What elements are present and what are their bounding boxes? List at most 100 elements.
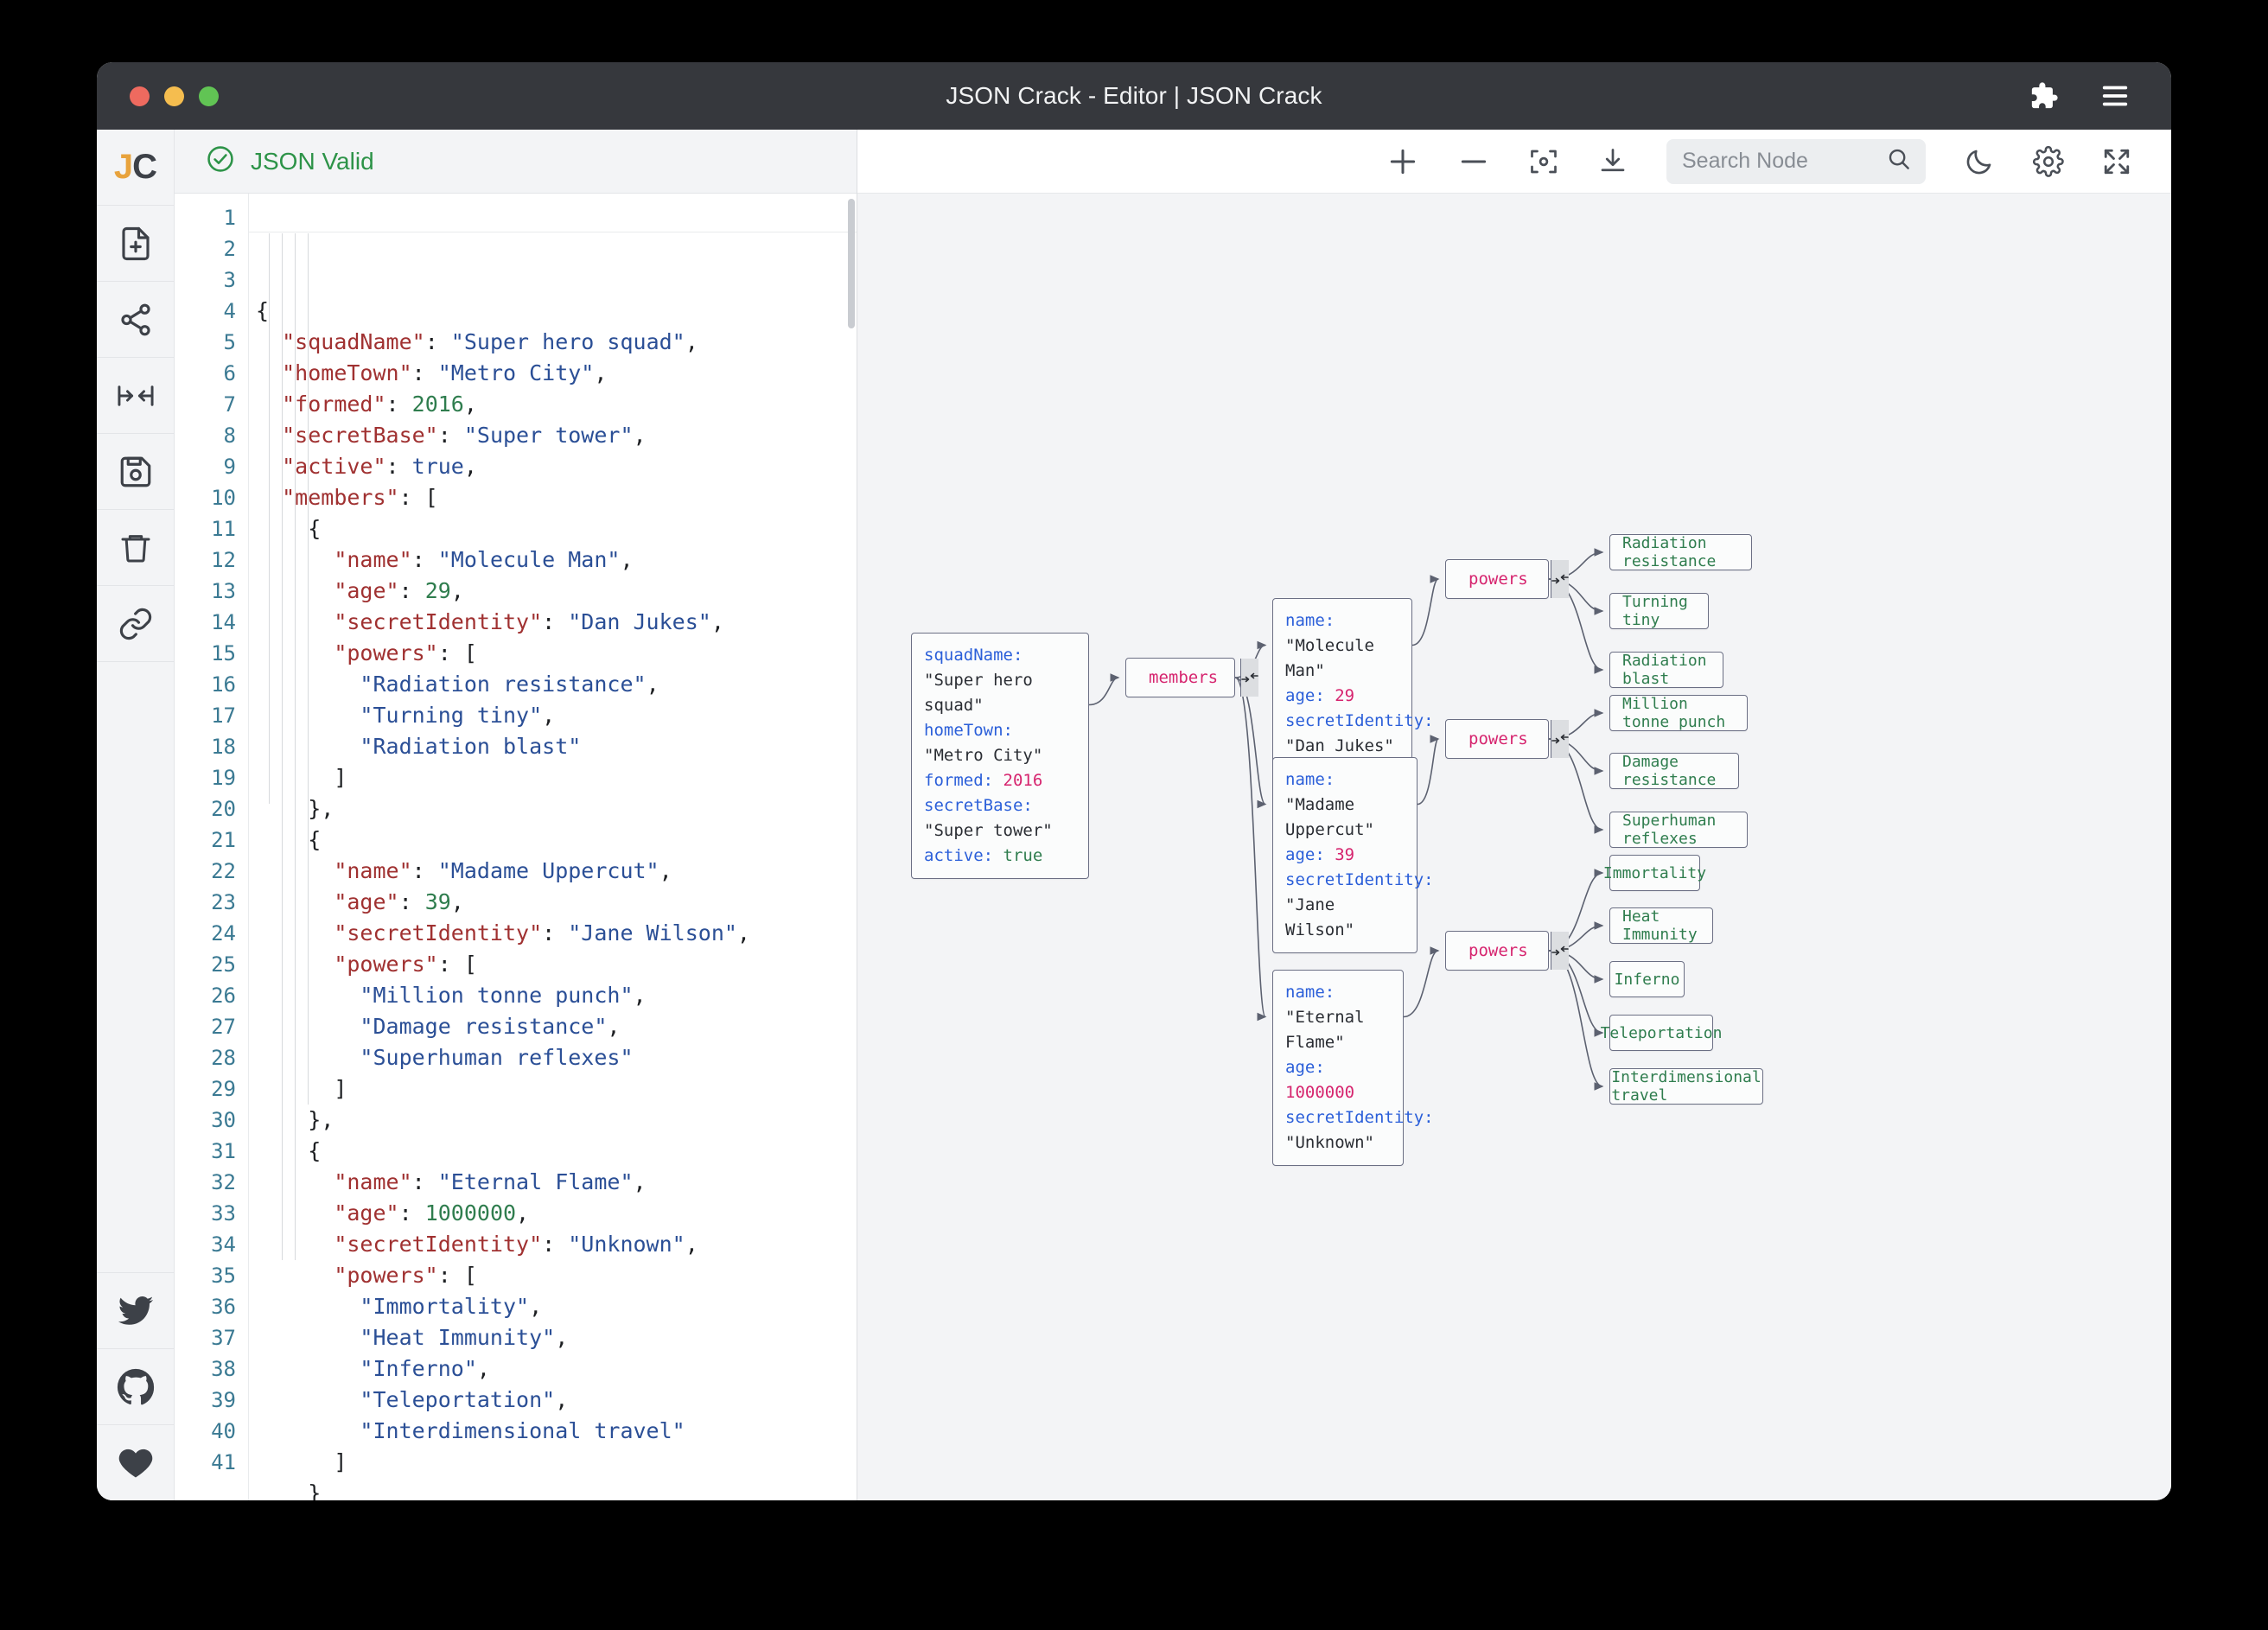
node-member-0-powers[interactable]: powers (1445, 559, 1569, 599)
node-row-key: squadName: (924, 646, 1023, 665)
code-token: "Superhuman reflexes" (360, 1045, 634, 1070)
code-token: "secretIdentity" (334, 1232, 543, 1257)
code-token: 2016 (411, 392, 464, 417)
search-node-box[interactable] (1666, 138, 1926, 184)
delete-icon[interactable] (97, 510, 175, 586)
node-label: powers (1468, 941, 1528, 960)
code-content[interactable]: { "squadName": "Super hero squad", "home… (249, 194, 857, 1500)
code-line: "Superhuman reflexes" (256, 1042, 857, 1073)
line-number: 36 (211, 1295, 236, 1319)
code-token: : [ (437, 952, 477, 977)
code-line: "powers": [ (256, 949, 857, 980)
gear-icon[interactable] (2033, 145, 2064, 177)
collapse-node-icon[interactable] (1240, 659, 1259, 697)
menu-icon[interactable] (2100, 83, 2130, 109)
twitter-icon[interactable] (97, 1272, 175, 1348)
line-number: 14 (211, 610, 236, 634)
editor-scrollbar[interactable] (848, 199, 855, 328)
code-token: "Interdimensional travel" (360, 1418, 685, 1443)
search-input[interactable] (1682, 149, 1874, 174)
code-line: "secretBase": "Super tower", (256, 420, 857, 451)
heart-icon[interactable] (97, 1424, 175, 1500)
indent-guide (282, 233, 283, 1260)
download-icon[interactable] (1597, 146, 1628, 177)
zoom-in-icon[interactable] (1386, 145, 1419, 178)
code-token: "Dan Jukes" (568, 609, 711, 634)
center-view-icon[interactable] (1528, 146, 1559, 177)
code-token: { (308, 516, 322, 541)
node-row-key: formed: (924, 771, 1003, 790)
node-member-0-power-0[interactable]: Radiation resistance (1609, 534, 1752, 570)
indent-guide (295, 233, 296, 1260)
code-token: "homeTown" (282, 360, 412, 385)
node-root[interactable]: squadName: "Super hero squad"homeTown: "… (911, 633, 1089, 879)
extensions-icon[interactable] (2029, 81, 2059, 111)
fullscreen-icon[interactable] (2102, 147, 2131, 176)
code-token: : (385, 392, 412, 417)
share-graph-icon[interactable] (97, 282, 175, 358)
code-token: "Million tonne punch" (360, 983, 634, 1008)
node-member-2-power-3[interactable]: Teleportation (1601, 1015, 1722, 1051)
code-line: { (256, 296, 857, 327)
node-row-key: secretIdentity: (1285, 711, 1434, 730)
node-member-1-powers[interactable]: powers (1445, 719, 1569, 759)
line-number: 38 (211, 1357, 236, 1381)
node-member-2-power-1[interactable]: Heat Immunity (1609, 907, 1713, 944)
graph-edge (1411, 575, 1440, 646)
graph-edge (1403, 946, 1440, 1018)
close-button[interactable] (130, 86, 150, 106)
collapse-node-icon[interactable] (1550, 932, 1569, 970)
code-token: }, (308, 1107, 334, 1132)
code-line: ] (256, 762, 857, 793)
line-number: 23 (211, 890, 236, 914)
collapse-node-icon[interactable] (1550, 720, 1569, 758)
node-row-value: "Jane Wilson" (1285, 895, 1355, 939)
sidebar-rail: JC (97, 130, 175, 1500)
line-number: 37 (211, 1326, 236, 1350)
node-row: secretBase: "Super tower" (924, 793, 1076, 844)
node-member-2-power-0[interactable]: Immortality (1603, 855, 1706, 891)
code-line: "Million tonne punch", (256, 980, 857, 1011)
zoom-out-icon[interactable] (1457, 145, 1490, 178)
collapse-node-icon[interactable] (1550, 560, 1569, 598)
line-number: 31 (211, 1139, 236, 1163)
code-token: : (411, 858, 438, 883)
node-row-key: age: (1285, 1058, 1325, 1077)
node-member-0-power-2[interactable]: Radiation blast (1609, 652, 1723, 688)
node-member-2-powers[interactable]: powers (1445, 931, 1569, 971)
code-token: "active" (282, 454, 386, 479)
code-token: , (594, 360, 608, 385)
node-member-1-power-1[interactable]: Damage resistance (1609, 753, 1739, 789)
node-row-value: "Madame Uppercut" (1285, 795, 1374, 839)
maximize-button[interactable] (199, 86, 219, 106)
collapse-expand-icon[interactable] (97, 358, 175, 434)
node-members[interactable]: members (1125, 658, 1259, 697)
code-line: "name": "Eternal Flame", (256, 1167, 857, 1198)
dark-mode-icon[interactable] (1964, 146, 1995, 177)
code-token: 29 (424, 578, 451, 603)
node-row: homeTown: "Metro City" (924, 718, 1076, 768)
save-icon[interactable] (97, 434, 175, 510)
code-line: "Damage resistance", (256, 1011, 857, 1042)
graph-canvas[interactable]: squadName: "Super hero squad"homeTown: "… (857, 194, 2171, 1500)
window-title: JSON Crack - Editor | JSON Crack (946, 82, 1322, 109)
line-number: 16 (211, 672, 236, 697)
code-token: "age" (334, 1200, 399, 1226)
node-member-2-power-2[interactable]: Inferno (1609, 961, 1685, 997)
app-logo[interactable]: JC (97, 130, 175, 206)
minimize-button[interactable] (164, 86, 184, 106)
code-token: : (398, 889, 425, 914)
node-member-2-power-4[interactable]: Interdimensional travel (1609, 1068, 1763, 1105)
node-member-1-power-2[interactable]: Superhuman reflexes (1609, 812, 1748, 848)
node-member-0-power-1[interactable]: Turning tiny (1609, 593, 1709, 629)
import-file-icon[interactable] (97, 206, 175, 282)
github-icon[interactable] (97, 1348, 175, 1424)
link-icon[interactable] (97, 586, 175, 662)
node-member-1-power-0[interactable]: Million tonne punch (1609, 695, 1748, 731)
code-token: "name" (334, 547, 412, 572)
code-token: 1000000 (424, 1200, 517, 1226)
